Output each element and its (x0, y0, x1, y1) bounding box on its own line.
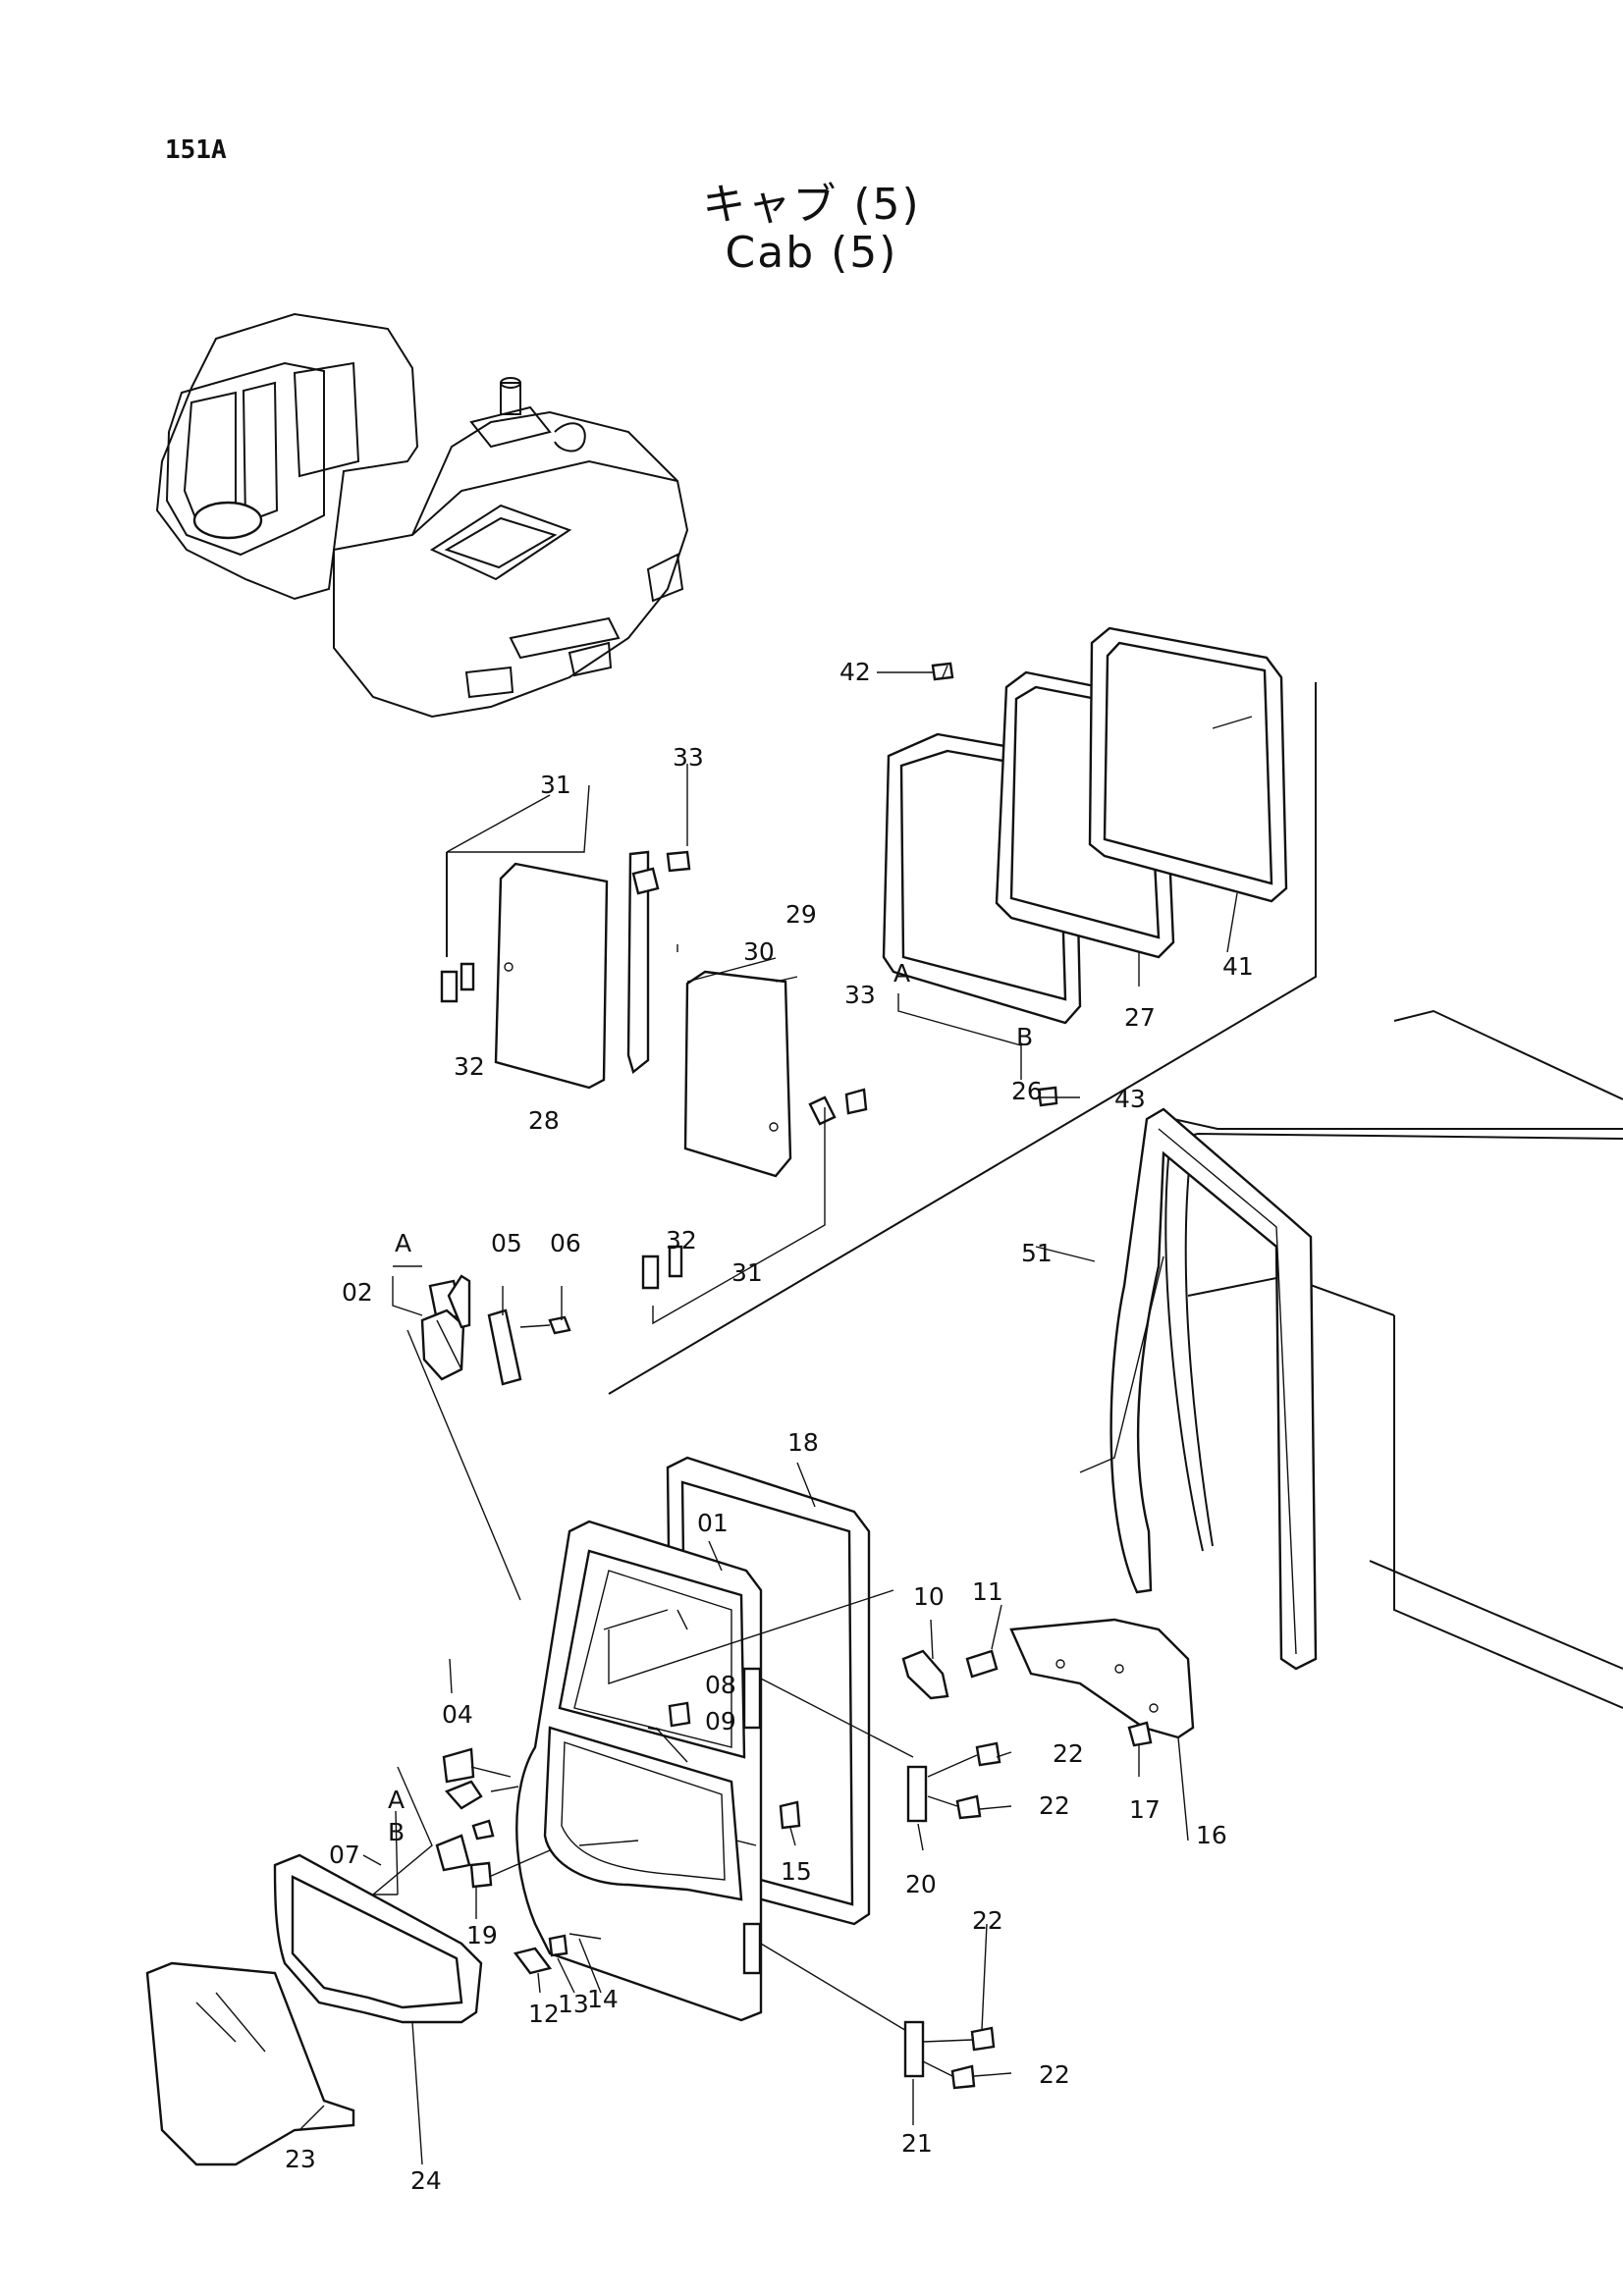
callout-17: 17 (1129, 1795, 1161, 1824)
callout-22: 22 (1039, 1791, 1070, 1820)
cab-body-illustration (1109, 1009, 1623, 1709)
callout-10: 10 (913, 1582, 945, 1611)
callout-33: 33 (844, 981, 876, 1009)
callout-sub-b: B (1016, 1023, 1033, 1051)
callout-22: 22 (1053, 1739, 1084, 1768)
callout-16: 16 (1196, 1821, 1227, 1849)
callout-02: 02 (342, 1278, 373, 1307)
callout-11: 11 (972, 1577, 1003, 1606)
callout-32: 32 (666, 1226, 697, 1255)
leader-lines (298, 671, 1238, 2165)
callout-32: 32 (454, 1052, 485, 1081)
title-japanese: キャブ (5) (702, 180, 921, 230)
callout-42: 42 (839, 658, 871, 686)
callout-27: 27 (1124, 1003, 1156, 1032)
callout-13: 13 (558, 1990, 589, 2018)
callout-sub-a: A (893, 959, 910, 988)
callout-14: 14 (587, 1985, 619, 2013)
window-frame-seals (608, 626, 1317, 1395)
callout-15: 15 (781, 1857, 812, 1886)
door-glass-assembly (440, 784, 868, 1325)
callout-22: 22 (1039, 2060, 1070, 2089)
callout-sub-a: A (395, 1229, 411, 1257)
callout-06: 06 (550, 1229, 581, 1257)
callout-05: 05 (491, 1229, 522, 1257)
callout-22: 22 (972, 1906, 1003, 1935)
callout-20: 20 (905, 1870, 937, 1898)
callout-07: 07 (329, 1841, 360, 1869)
callout-23: 23 (285, 2145, 316, 2173)
excavator-overview-illustration (155, 312, 689, 719)
callout-41: 41 (1222, 952, 1254, 981)
callout-24: 24 (410, 2166, 442, 2195)
callout-31: 31 (731, 1258, 763, 1287)
callout-12: 12 (528, 2000, 560, 2028)
latch-group (406, 1274, 571, 1601)
callout-30: 30 (743, 937, 775, 966)
title-english: Cab (5) (725, 228, 898, 278)
callout-08: 08 (705, 1671, 736, 1699)
hinges-and-bolts (901, 1618, 1195, 2090)
lower-window-parts (145, 1701, 801, 2166)
callout-33: 33 (673, 743, 704, 772)
callout-31: 31 (540, 771, 571, 799)
callout-sub-b: B (388, 1818, 405, 1846)
callout-21: 21 (901, 2129, 933, 2158)
callout-labels: 42 33 31 29 30 33 A B 41 27 26 43 32 28 … (285, 658, 1254, 2195)
callout-18: 18 (787, 1428, 819, 1457)
callout-28: 28 (528, 1106, 560, 1135)
callout-51: 51 (1021, 1239, 1053, 1267)
callout-26: 26 (1011, 1077, 1043, 1105)
page-code: 151A (165, 135, 227, 165)
door-assembly (515, 1456, 914, 2033)
callout-09: 09 (705, 1707, 736, 1735)
callout-43: 43 (1114, 1085, 1146, 1113)
callout-04: 04 (442, 1700, 473, 1729)
callout-sub-a: A (388, 1786, 405, 1814)
callout-29: 29 (785, 900, 817, 929)
callout-19: 19 (466, 1921, 498, 1949)
callout-01: 01 (697, 1509, 729, 1537)
